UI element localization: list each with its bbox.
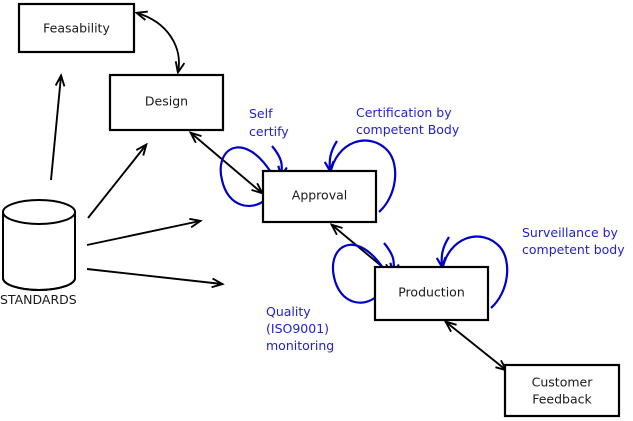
loop-certification-head: [330, 140, 338, 170]
node-approval-label: Approval: [292, 188, 347, 203]
edge-standards-feasability: [50, 76, 61, 181]
node-approval[interactable]: Approval: [261, 169, 378, 224]
node-customer-feedback-label-2: Feedback: [532, 392, 592, 407]
node-customer-feedback-box: [503, 363, 621, 418]
annotation-quality-line-1: Quality: [266, 304, 311, 319]
annotation-certification-line-1: Certification by: [356, 105, 452, 120]
annotation-quality-monitoring: Quality (ISO9001) monitoring: [266, 304, 334, 353]
annotation-surveillance-line-2: competent body: [522, 242, 625, 257]
edge-feasability-design: [137, 13, 179, 72]
node-design[interactable]: Design: [108, 73, 225, 132]
loop-certification: [328, 139, 397, 213]
annotation-certification: Certification by competent Body: [356, 105, 460, 137]
node-production-label: Production: [398, 285, 465, 300]
edge-design-approval: [191, 133, 262, 193]
loop-surveillance: [440, 235, 509, 309]
node-feasability-box: [17, 2, 136, 54]
edge-standards-design: [87, 145, 146, 219]
node-feasability[interactable]: Feasability: [17, 2, 136, 54]
loop-surveillance-head: [442, 236, 450, 266]
annotation-self-certify-line-1: Self: [249, 106, 273, 121]
node-customer-feedback[interactable]: Customer Feedback: [503, 363, 621, 418]
node-approval-box: [261, 169, 378, 224]
annotation-surveillance-line-1: Surveillance by: [522, 225, 619, 240]
annotation-quality-line-2: (ISO9001): [266, 321, 329, 336]
standards-cylinder-bottom-arc: [2, 277, 76, 291]
loop-quality-monitoring: [331, 243, 386, 304]
node-production[interactable]: Production: [373, 265, 490, 322]
loop-self-certify: [219, 146, 273, 208]
edge-production-customer-feedback: [446, 322, 506, 370]
node-standards[interactable]: STANDARDS: [0, 199, 77, 307]
node-design-label: Design: [145, 94, 188, 109]
node-feasability-label: Feasability: [43, 21, 110, 36]
node-standards-label: STANDARDS: [0, 292, 77, 307]
node-production-box: [373, 265, 490, 322]
annotation-certification-line-2: competent Body: [356, 122, 460, 137]
standards-cylinder-top: [2, 199, 76, 225]
edge-standards-approval: [86, 221, 200, 246]
node-customer-feedback-label-1: Customer: [532, 375, 594, 390]
annotation-self-certify-line-2: certify: [249, 124, 289, 139]
annotation-surveillance: Surveillance by competent body: [522, 225, 625, 257]
annotation-self-certify: Self certify: [249, 106, 289, 139]
edge-standards-production: [86, 268, 222, 284]
annotation-quality-line-3: monitoring: [266, 338, 334, 353]
node-design-box: [108, 73, 225, 132]
